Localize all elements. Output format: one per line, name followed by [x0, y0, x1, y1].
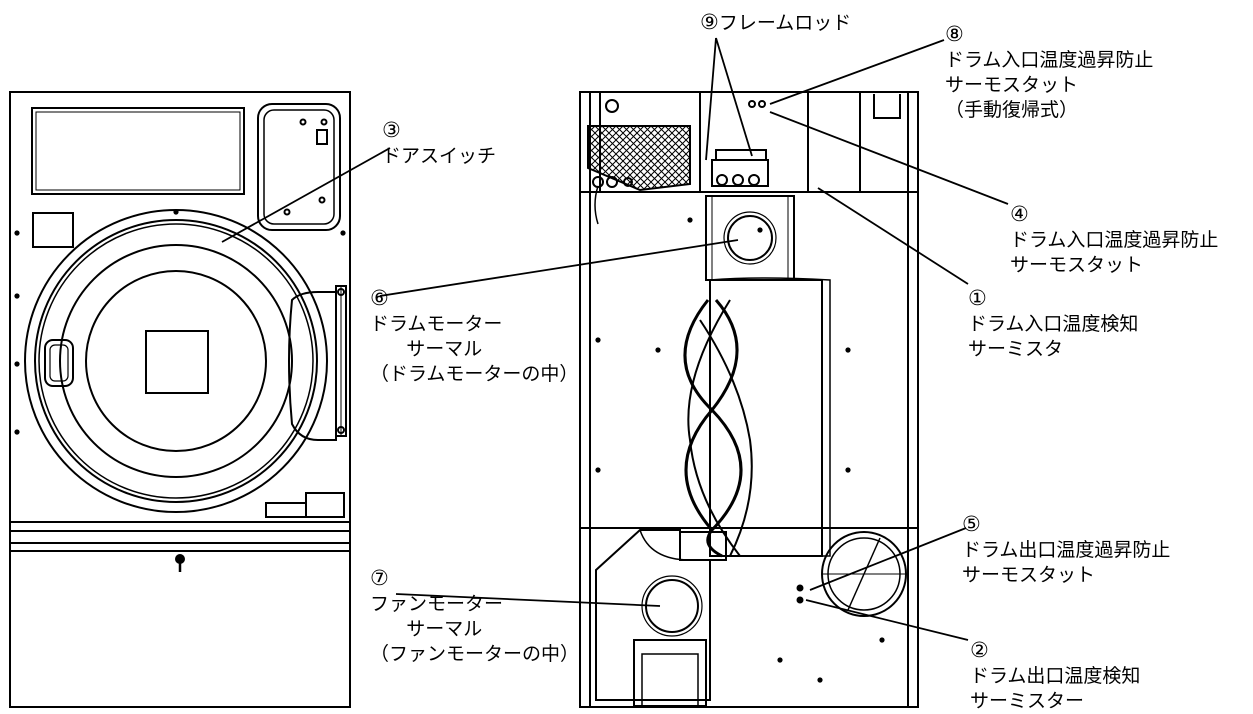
label-drum-motor-thermal: ⑥ ドラムモーター サーマル （ドラムモーターの中）: [370, 286, 579, 385]
display-window: [31, 107, 245, 195]
lock-icon: [175, 554, 185, 564]
internal-cabinet: [579, 91, 919, 708]
leader-lines: [221, 37, 1009, 641]
door-hinge: [288, 291, 337, 441]
label-door-switch: ③ ドアスイッチ: [382, 118, 497, 167]
door-glass-square: [145, 330, 209, 394]
door-outer: [24, 209, 328, 513]
label-inlet-thermistor: ① ドラム入口温度検知 サーミスタ: [968, 286, 1139, 360]
filter: [587, 125, 691, 192]
coin-panel: [257, 103, 341, 231]
label-outlet-thermostat: ⑤ ドラム出口温度過昇防止 サーモスタット: [962, 512, 1171, 586]
label-flame-rod: ⑨フレームロッド: [700, 10, 852, 34]
label-fan-motor-thermal: ⑦ ファンモーター サーマル （ファンモーターの中）: [370, 566, 580, 665]
front-view: [9, 91, 351, 708]
drum-motor: [727, 215, 773, 261]
label-inlet-thermostat: ④ ドラム入口温度過昇防止 サーモスタット: [1010, 202, 1219, 276]
label-inlet-manual-thermostat: ⑧ ドラム入口温度過昇防止 サーモスタット （手動復帰式）: [945, 22, 1154, 121]
button-square: [32, 212, 74, 248]
front-cabinet: [9, 91, 351, 708]
label-outlet-thermistor: ② ドラム出口温度検知 サーミスター: [970, 638, 1141, 712]
